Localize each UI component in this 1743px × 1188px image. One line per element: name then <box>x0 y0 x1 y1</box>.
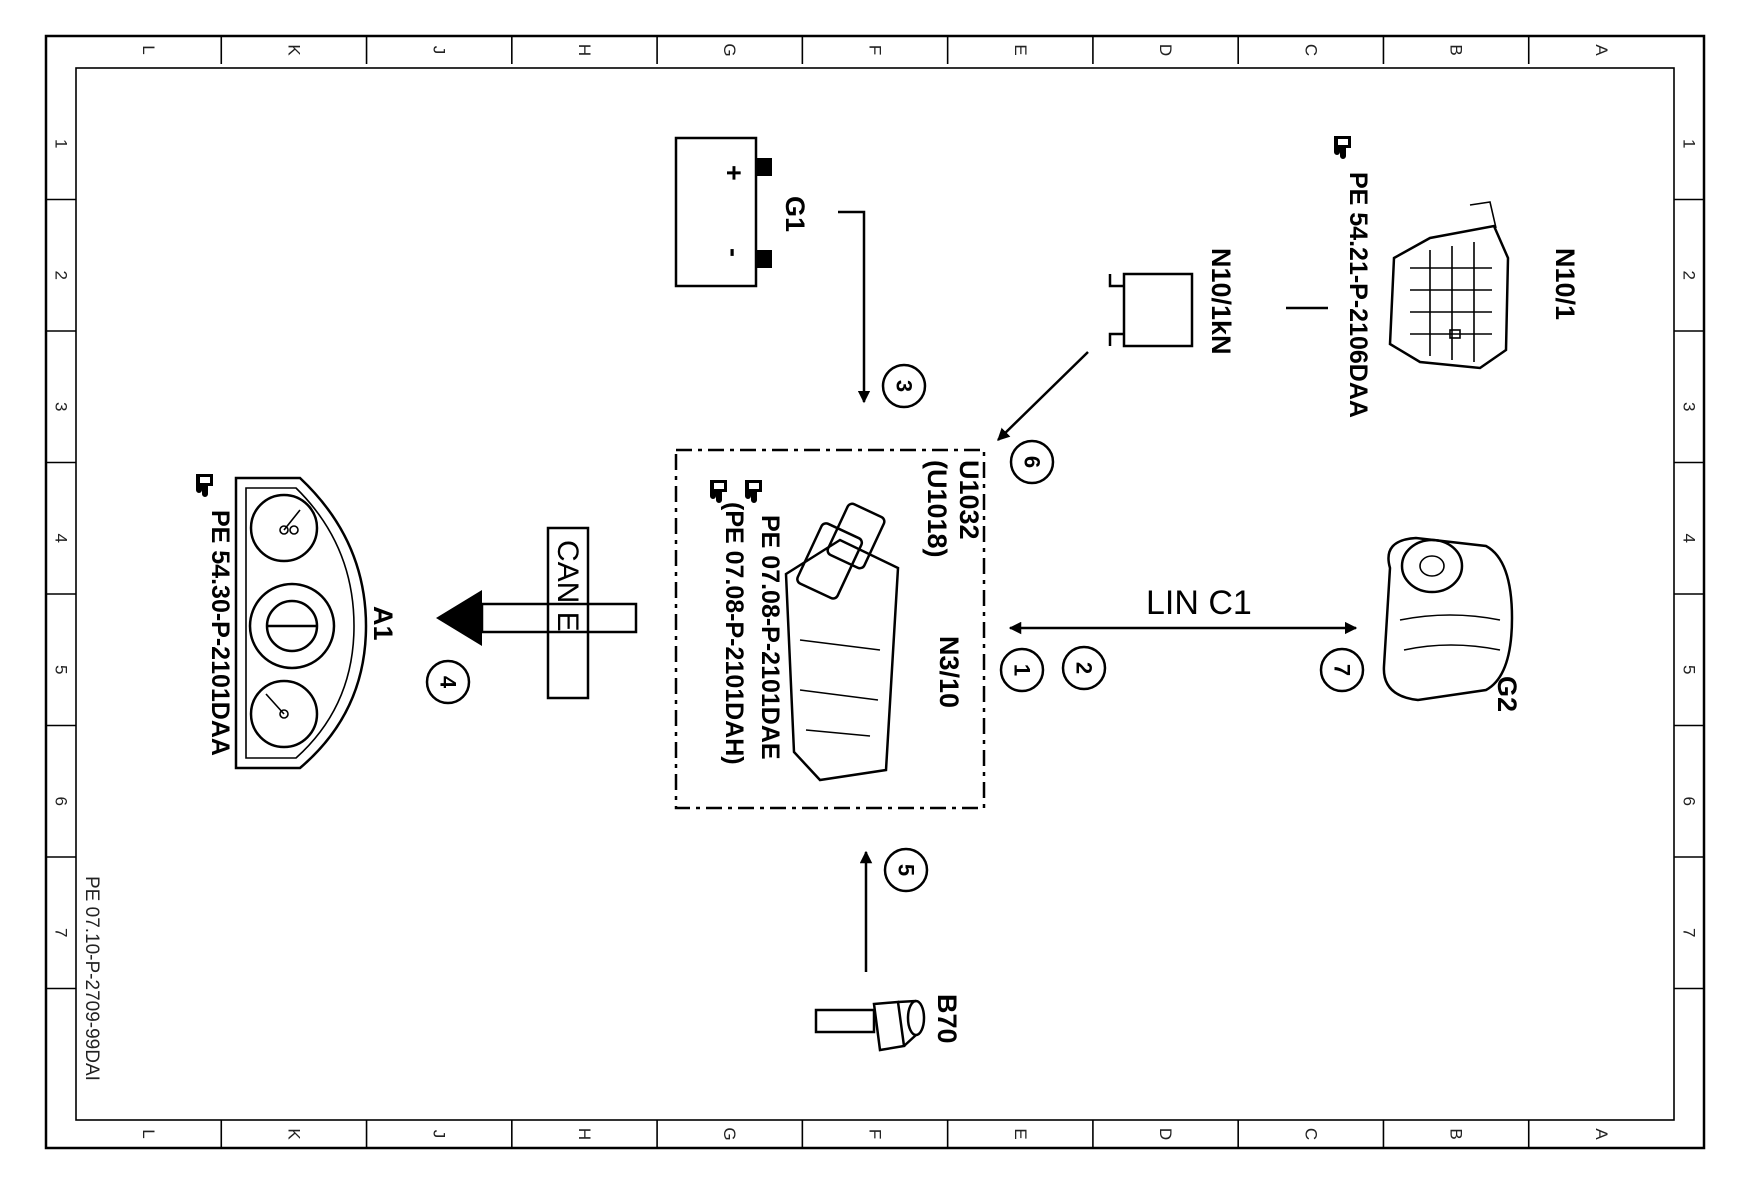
alternator-icon <box>1382 536 1514 702</box>
battery-g1: + - G1 <box>674 136 810 288</box>
label-g1: G1 <box>780 196 810 232</box>
pointing-hand-icon <box>745 480 762 503</box>
pointing-hand-icon <box>710 480 727 503</box>
ref-n3-10-alt: (PE 07.08-P-2101DAH) <box>720 502 748 765</box>
grid-column-label: A <box>1592 1128 1611 1140</box>
marker-2: 2 <box>1061 645 1107 691</box>
arrow-g1-to-ecu <box>838 210 871 404</box>
ecu-boundary <box>674 448 986 810</box>
label-a1: A1 <box>368 606 398 641</box>
ref-a1: PE 54.30-P-2101DAA <box>206 510 234 756</box>
crankshaft-sensor-icon <box>814 999 926 1052</box>
marker-7: 7 <box>1319 647 1365 693</box>
battery-minus: - <box>719 248 749 257</box>
grid-column-label: L <box>139 45 158 54</box>
numbered-markers: 1 2 3 4 5 6 7 <box>425 363 1365 893</box>
ref-n3-10-primary: PE 07.08-P-2101DAE <box>756 515 784 760</box>
grid-row-label: 1 <box>1680 139 1699 148</box>
label-n10-1kn: N10/1kN <box>1206 248 1236 355</box>
grid-row-label: 1 <box>52 139 71 148</box>
grid-row-label: 4 <box>52 534 71 543</box>
svg-text:6: 6 <box>1020 456 1045 468</box>
can-e-bus: CAN E <box>436 526 638 700</box>
svg-text:2: 2 <box>1072 662 1097 674</box>
svg-text:1: 1 <box>1010 664 1035 676</box>
grid-column-label: G <box>720 43 739 56</box>
marker-1: 1 <box>999 647 1045 693</box>
marker-6: 6 <box>1009 439 1055 485</box>
can-e-label: CAN E <box>551 540 584 632</box>
lin-c1-label: LIN C1 <box>1146 584 1252 622</box>
grid-column-label: E <box>1011 1128 1030 1139</box>
marker-4: 4 <box>425 659 471 705</box>
component-n10-1kn: N10/1kN <box>1108 248 1236 355</box>
grid-row-label: 3 <box>52 402 71 411</box>
svg-text:4: 4 <box>436 676 461 689</box>
grid-column-label: B <box>1447 44 1466 55</box>
svg-text:3: 3 <box>892 380 917 392</box>
grid-column-label: K <box>284 1128 303 1140</box>
component-a1: A1 PE 54.30-P-2101DAA <box>196 474 398 770</box>
grid-column-label: K <box>284 44 303 56</box>
grid-row-label: 7 <box>52 928 71 937</box>
grid-row-labels-right: 1 2 3 4 5 6 7 <box>1674 139 1704 990</box>
grid-column-label: B <box>1447 1128 1466 1139</box>
grid-row-label: 2 <box>1680 271 1699 280</box>
grid-column-label: D <box>1156 1128 1175 1140</box>
grid-column-label: J <box>430 1130 449 1139</box>
grid-row-label: 6 <box>1680 797 1699 806</box>
battery-icon <box>674 136 758 288</box>
fuse-relay-module-icon <box>1388 201 1510 370</box>
grid-row-label: 6 <box>52 797 71 806</box>
relay-icon <box>1122 272 1194 348</box>
grid-row-label: 4 <box>1680 534 1699 543</box>
can-label-box <box>546 526 590 700</box>
grid-column-label: C <box>1301 1128 1320 1140</box>
grid-row-label: 7 <box>1680 928 1699 937</box>
grid-column-label: E <box>1011 44 1030 55</box>
code-u1018: (U1018) <box>922 460 952 558</box>
label-n10-1: N10/1 <box>1550 248 1580 320</box>
drawing-number: PE 07.10-P-2709-99DAI <box>81 876 102 1081</box>
grid-column-label: G <box>720 1127 739 1140</box>
grid-column-label: A <box>1592 44 1611 56</box>
ref-n10-1: PE 54.21-P-2106DAA <box>1344 172 1372 418</box>
arrow-n10-to-ecu <box>997 351 1089 441</box>
grid-column-label: F <box>866 45 885 55</box>
component-b70: B70 <box>814 994 962 1052</box>
code-u1032: U1032 <box>954 460 984 540</box>
grid-column-label: F <box>866 1129 885 1139</box>
drawing-frame <box>44 34 1706 1150</box>
grid-row-label: 2 <box>52 271 71 280</box>
instrument-cluster-icon <box>234 476 368 770</box>
component-g2: G2 <box>1382 536 1522 712</box>
label-n3-10: N3/10 <box>934 636 964 708</box>
grid-column-label: H <box>575 1128 594 1140</box>
grid-column-label: L <box>139 1129 158 1138</box>
component-n3-10: PE 07.08-P-2101DAE (PE 07.08-P-2101DAH) … <box>674 448 986 810</box>
battery-plus: + <box>719 165 749 181</box>
grid-column-label: C <box>1301 44 1320 56</box>
grid-row-labels-left: 1 2 3 4 5 6 7 <box>46 139 76 990</box>
grid-row-label: 5 <box>52 665 71 674</box>
grid-column-label: J <box>430 46 449 55</box>
label-b70: B70 <box>932 994 962 1044</box>
grid-column-label: D <box>1156 44 1175 56</box>
pointing-hand-icon <box>196 474 213 497</box>
component-n10-1: N10/1 PE 54.21-P-2106DAA <box>1334 136 1580 418</box>
marker-5: 5 <box>883 847 929 893</box>
svg-text:5: 5 <box>894 864 919 876</box>
grid-row-label: 3 <box>1680 402 1699 411</box>
label-g2: G2 <box>1492 676 1522 712</box>
marker-3: 3 <box>881 363 927 409</box>
grid-row-label: 5 <box>1680 665 1699 674</box>
grid-column-label: H <box>575 44 594 56</box>
svg-text:7: 7 <box>1330 664 1355 676</box>
pointing-hand-icon <box>1334 136 1351 159</box>
ecu-icon <box>784 502 900 782</box>
